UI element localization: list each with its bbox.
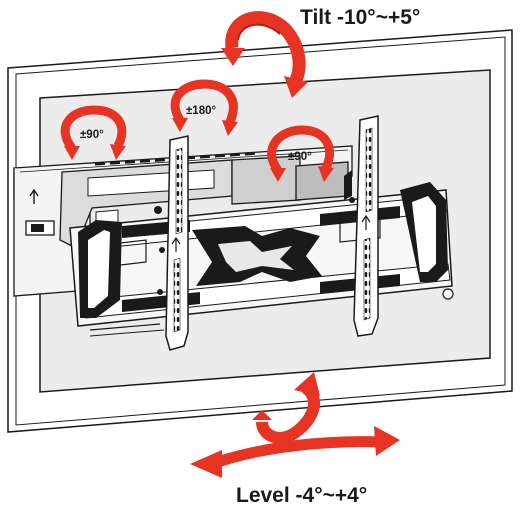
tilt-range-label: Tilt -10°~+5° (300, 6, 421, 29)
level-arrow-icon (190, 372, 400, 478)
level-range-label: Level -4°~+4° (236, 484, 368, 507)
swivel-right-label: ±90° (288, 151, 312, 163)
right-vertical-arm (344, 115, 379, 337)
swivel-left-label: ±90° (80, 129, 104, 141)
swivel-right-arrow-icon (267, 125, 335, 182)
tilt-arrow-icon (221, 11, 308, 98)
left-vertical-arm (154, 135, 189, 351)
swivel-left-arrow-icon (60, 105, 127, 160)
rotate-center-arrow-icon (170, 79, 238, 136)
rotate-center-label: ±180° (186, 105, 216, 117)
